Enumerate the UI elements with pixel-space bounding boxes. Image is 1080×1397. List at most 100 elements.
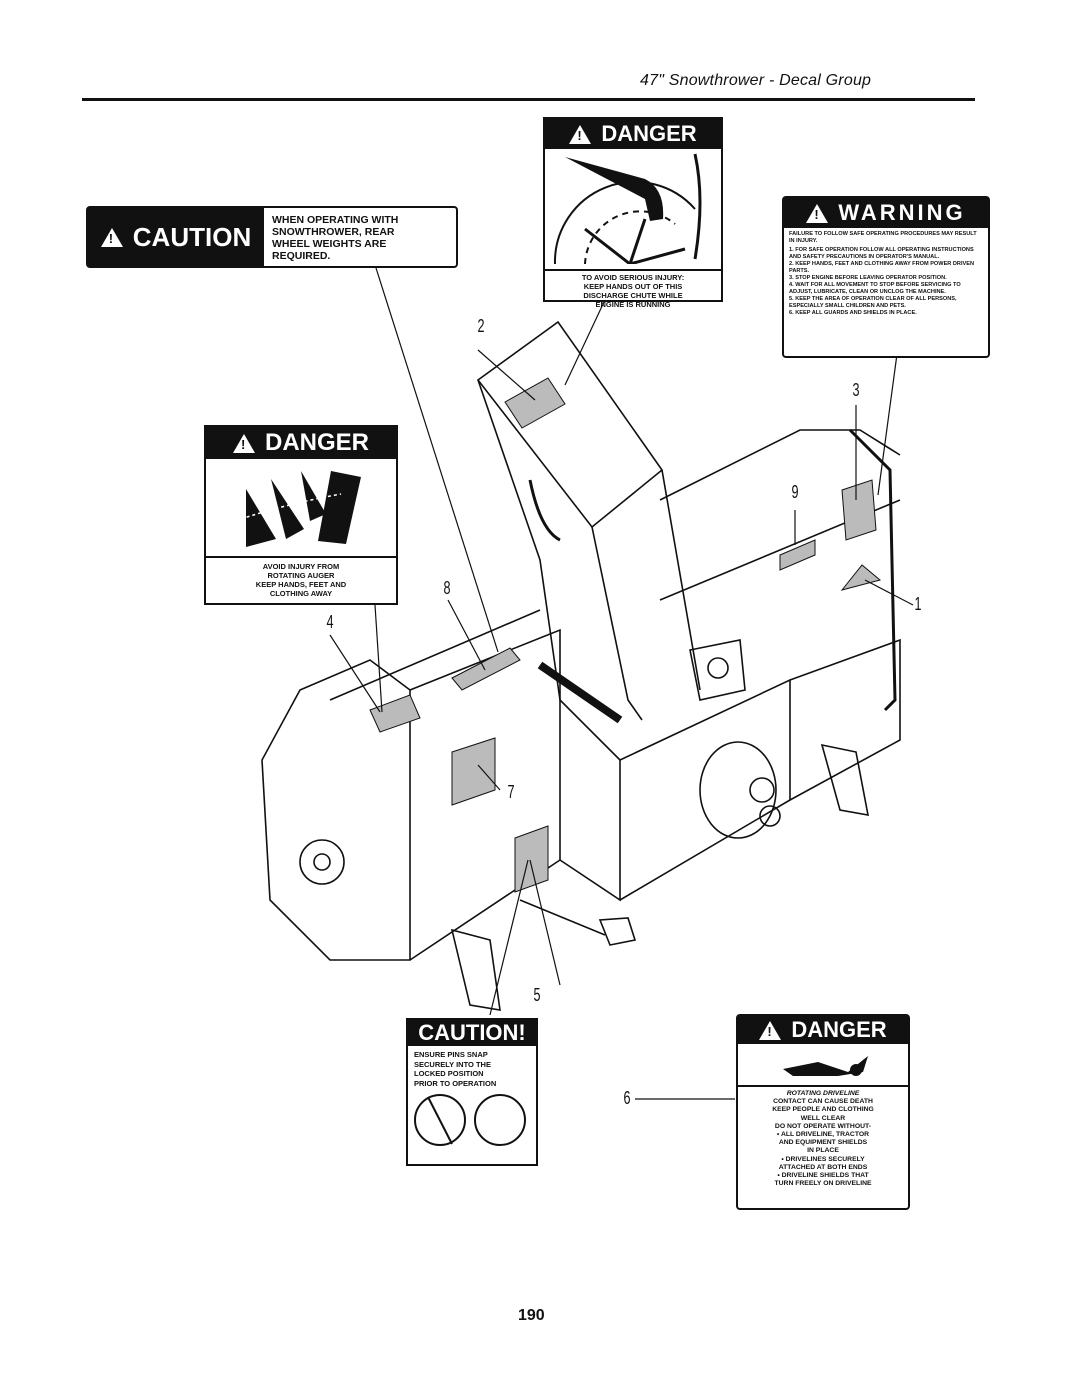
decal-body: AVOID INJURY FROM ROTATING AUGER KEEP HA…	[206, 556, 396, 598]
decal-body: ENSURE PINS SNAP SECURELY INTO THE LOCKE…	[408, 1046, 536, 1092]
callout-3: 3	[852, 380, 860, 400]
decal-item: 5. KEEP THE AREA OF OPERATION CLEAR OF A…	[789, 296, 957, 309]
callout-7: 7	[507, 782, 515, 802]
leader-5	[529, 859, 561, 986]
decal-spot-1	[840, 564, 882, 591]
decal-danger-chute: DANGER TO AVOID SERIOUS INJURY: KEEP HAN…	[543, 117, 723, 309]
callout-9: 9	[791, 482, 799, 502]
unlocked-pin-icon	[414, 1094, 466, 1146]
decal-item: 2. KEEP HANDS, FEET AND CLOTHING AWAY FR…	[789, 261, 975, 274]
decal-heading: CAUTION	[132, 221, 252, 252]
decal-line: SECURELY INTO THE	[414, 1059, 491, 1069]
callout-8: 8	[443, 578, 451, 598]
chute-left-edge	[477, 379, 561, 701]
decal-spot-5	[514, 825, 549, 893]
rotating-auger-pictogram	[240, 471, 361, 547]
drive-shaft	[537, 661, 623, 724]
decal-danger-auger: DANGER AVOID INJURY FROM ROTATING AUGER …	[204, 425, 398, 605]
decal-caution-wheel-weights: CAUTION WHEN OPERATING WITH SNOWTHROWER,…	[86, 206, 458, 268]
leader-8	[447, 599, 486, 671]
decal-line: ENSURE PINS SNAP	[414, 1050, 488, 1059]
leader-2-decal	[564, 301, 605, 386]
chute-front-edge	[591, 526, 643, 721]
decal-body: TO AVOID SERIOUS INJURY: KEEP HANDS OUT …	[545, 269, 721, 309]
housing-right-edge	[848, 428, 897, 712]
decal-intro: FAILURE TO FOLLOW SAFE OPERATING PROCEDU…	[789, 231, 977, 244]
pin-latch	[598, 917, 637, 946]
decal-line: LOCKED POSITION	[414, 1069, 484, 1078]
decal-line: • DRIVELINES SECURELY	[781, 1155, 865, 1163]
callout-4: 4	[326, 612, 334, 632]
decal-warning-header: WARNING	[784, 198, 988, 228]
locked-pin-icon	[474, 1094, 526, 1146]
decal-line: KEEP HANDS OUT OF THIS	[583, 282, 683, 291]
decal-line: CONTACT CAN CAUSE DEATH	[773, 1098, 873, 1106]
decal-danger-header: DANGER	[738, 1016, 908, 1044]
decal-line: AND EQUIPMENT SHIELDS	[778, 1139, 868, 1147]
decal-danger-driveline: DANGER ROTATING DRIVELINE CONTACT CAN CA…	[736, 1014, 910, 1210]
decal-item: 6. KEEP ALL GUARDS AND SHIELDS IN PLACE.	[789, 310, 917, 316]
bearing-plate	[689, 639, 746, 701]
decal-heading: DANGER	[601, 121, 697, 146]
decal-line: REQUIRED.	[272, 250, 331, 262]
leader-2	[477, 349, 536, 401]
decal-body: ROTATING DRIVELINE CONTACT CAN CAUSE DEA…	[738, 1085, 908, 1188]
auger-bearing	[299, 839, 345, 885]
warning-triangle-icon	[232, 433, 255, 453]
decal-heading: DANGER	[791, 1017, 887, 1042]
housing-top-right	[659, 429, 901, 501]
decal-spot-7	[451, 737, 496, 806]
chute-right-edge	[661, 469, 701, 691]
decal-heading: DANGER	[264, 429, 369, 456]
hand-in-chute-pictogram	[553, 153, 702, 266]
person-entangled-pictogram	[783, 1056, 868, 1076]
decal-line: SNOWTHROWER, REAR	[272, 226, 395, 238]
decal-heading: CAUTION!	[418, 1020, 526, 1045]
decal-item: 3. STOP ENGINE BEFORE LEAVING OPERATOR P…	[789, 275, 947, 281]
decal-line: ROTATING AUGER	[267, 571, 335, 580]
decal-caution-pins: CAUTION! ENSURE PINS SNAP SECURELY INTO …	[406, 1018, 538, 1166]
decal-line: KEEP HANDS, FEET AND	[255, 580, 347, 589]
chute-top	[476, 320, 664, 529]
decal-item: 4. WAIT FOR ALL MOVEMENT TO STOP BEFORE …	[789, 282, 961, 295]
leader-4-decal	[374, 604, 383, 713]
right-box-end	[789, 638, 901, 801]
decal-item: 1. FOR SAFE OPERATION FOLLOW ALL OPERATI…	[789, 247, 974, 260]
leader-7	[477, 764, 501, 791]
center-gearbox-front	[559, 699, 621, 902]
decal-spot-4	[369, 694, 421, 733]
page-number: 190	[518, 1307, 545, 1324]
leader-1	[864, 579, 914, 606]
decal-line: ENGINE IS RUNNING	[595, 300, 671, 309]
page-header-title: 47" Snowthrower - Decal Group	[640, 72, 872, 89]
housing-top-left	[329, 609, 541, 701]
decal-spot-8	[451, 647, 521, 691]
leader-5-decal	[489, 859, 529, 1016]
right-box-front	[619, 678, 791, 901]
decal-body: WHEN OPERATING WITH SNOWTHROWER, REAR WH…	[264, 208, 406, 266]
decal-line: PRIOR TO OPERATION	[414, 1078, 497, 1088]
decal-line: CLOTHING AWAY	[269, 589, 333, 598]
decal-line: DO NOT OPERATE WITHOUT-	[774, 1122, 872, 1130]
decal-body: FAILURE TO FOLLOW SAFE OPERATING PROCEDU…	[784, 228, 988, 320]
right-skid	[820, 743, 870, 816]
decal-spot-2	[504, 377, 566, 429]
pin-lock-pictogram	[414, 1094, 526, 1146]
callout-6: 6	[623, 1088, 631, 1108]
leader-4	[329, 634, 381, 713]
left-skid	[450, 928, 501, 1011]
decal-danger-header: DANGER	[206, 427, 396, 459]
decal-line: • ALL DRIVELINE, TRACTOR	[776, 1131, 870, 1139]
left-box-front	[409, 628, 561, 961]
decal-caution-header: CAUTION!	[408, 1020, 536, 1046]
warning-triangle-icon	[569, 124, 592, 144]
left-sideplate	[261, 659, 411, 961]
decal-line: TO AVOID SERIOUS INJURY:	[581, 273, 685, 282]
decal-line: IN PLACE	[807, 1147, 839, 1155]
decal-line: WHEN OPERATING WITH	[272, 214, 399, 226]
decal-line: DISCHARGE CHUTE WHILE	[583, 291, 683, 300]
decal-line: WHEEL WEIGHTS ARE	[272, 238, 387, 250]
decal-line: WELL CLEAR	[800, 1114, 846, 1122]
header-rule	[82, 98, 975, 101]
